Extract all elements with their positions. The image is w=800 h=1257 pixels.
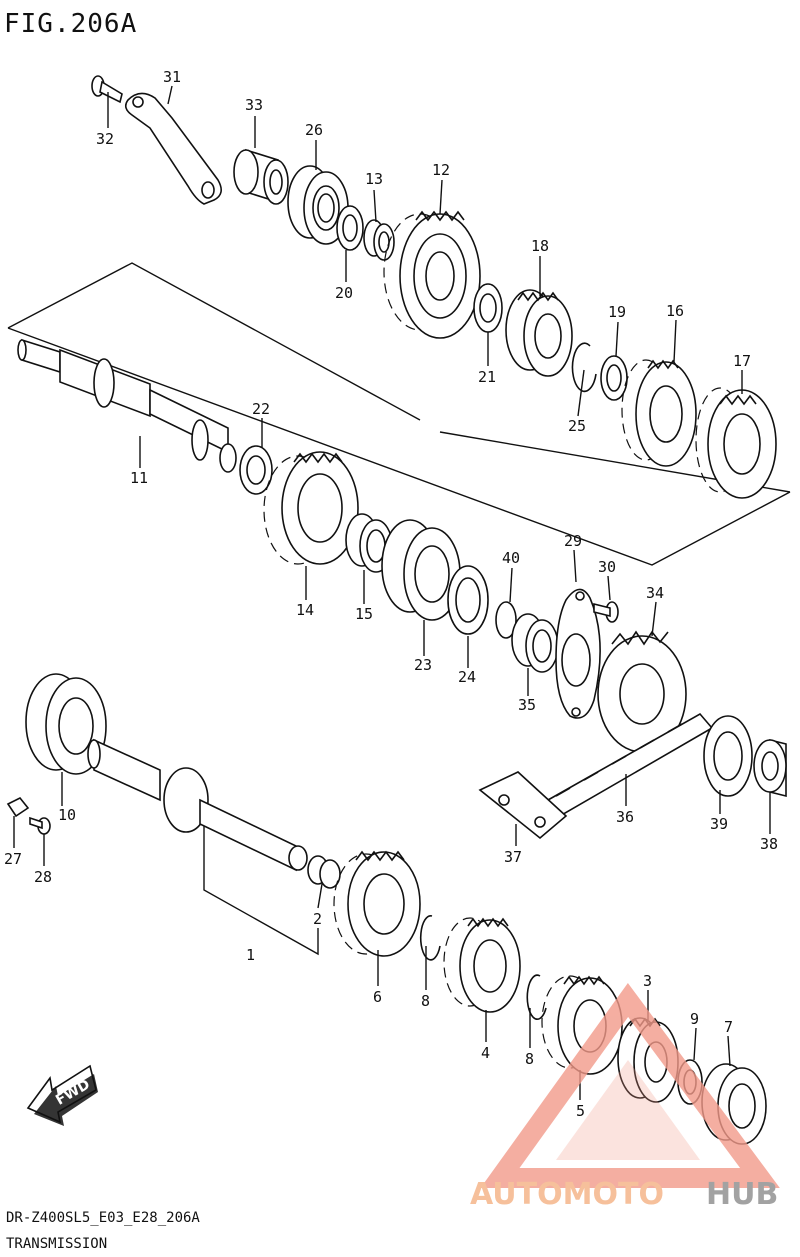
callout-32: 32: [96, 130, 114, 148]
part-8-circlip-a: [419, 915, 441, 961]
part-8-circlip-b: [526, 974, 547, 1020]
callout-25: 25: [568, 417, 586, 435]
callout-31: 31: [163, 68, 181, 86]
callout-11: 11: [130, 469, 148, 487]
callout-6: 6: [373, 988, 382, 1006]
callout-39: 39: [710, 815, 728, 833]
leader-lines: [13, 85, 771, 1100]
part-24-oil-seal: [447, 565, 489, 635]
footer-code: DR-Z400SL5_E03_E28_206A: [6, 1210, 200, 1226]
callout-26: 26: [305, 121, 323, 139]
callout-9: 9: [690, 1010, 699, 1028]
callout-2: 2: [313, 910, 322, 928]
callout-5: 5: [576, 1102, 585, 1120]
part-6-gear: [333, 850, 421, 957]
part-33-collar: [233, 148, 289, 205]
part-27-plate: [6, 796, 30, 818]
part-23-bearing: [381, 519, 461, 621]
callout-19: 19: [608, 303, 626, 321]
part-11-countershaft: [17, 338, 237, 473]
callout-20: 20: [335, 284, 353, 302]
callout-35: 35: [518, 696, 536, 714]
callout-18: 18: [531, 237, 549, 255]
part-29-plate: [555, 588, 601, 719]
callout-7: 7: [724, 1018, 733, 1036]
callout-40: 40: [502, 549, 520, 567]
callout-10: 10: [58, 806, 76, 824]
part-39-lock-washer: [703, 715, 753, 797]
part-35-spacer: [511, 613, 559, 673]
part-20-washer: [336, 205, 364, 251]
watermark-logo: AUTOMOTO HUB: [470, 983, 780, 1212]
callout-16: 16: [666, 302, 684, 320]
part-28-screw: [29, 816, 51, 835]
part-32-screw: [91, 75, 123, 104]
callout-12: 12: [432, 161, 450, 179]
part-38-nut: [753, 738, 787, 798]
part-14-gear: [263, 451, 359, 565]
part-13-bushing: [363, 219, 395, 261]
part-31-bracket: [124, 92, 222, 205]
callout-17: 17: [733, 352, 751, 370]
part-16-gear: [621, 359, 697, 467]
callout-24: 24: [458, 668, 476, 686]
callout-38: 38: [760, 835, 778, 853]
part-34-sprocket: [597, 630, 687, 753]
callout-33: 33: [245, 96, 263, 114]
part-30-bolt: [593, 601, 619, 623]
watermark-text-main: AUTOMOTO: [470, 1177, 664, 1212]
callout-37: 37: [504, 848, 522, 866]
callout-15: 15: [355, 605, 373, 623]
figure-title: FIG.206A: [4, 9, 137, 39]
part-37-master-link: [478, 771, 568, 840]
group-outline-top: [7, 262, 421, 421]
part-4-gear: [443, 917, 521, 1013]
callout-3: 3: [643, 972, 652, 990]
callout-28: 28: [34, 868, 52, 886]
callout-8b: 8: [525, 1050, 534, 1068]
callout-4: 4: [481, 1044, 490, 1062]
part-22-washer: [239, 445, 273, 495]
callout-21: 21: [478, 368, 496, 386]
callout-27: 27: [4, 850, 22, 868]
callout-8a: 8: [421, 992, 430, 1010]
callout-29: 29: [564, 532, 582, 550]
callout-36: 36: [616, 808, 634, 826]
group-outline-bottom: [7, 327, 791, 566]
callout-23: 23: [414, 656, 432, 674]
part-40-o-ring: [495, 601, 517, 639]
part-2-needle-bearing: [307, 855, 341, 889]
watermark-text-hub: HUB: [706, 1177, 778, 1212]
callout-labels: 31 32 33 26 13 20 12 21 18 19 25 16 17 1…: [4, 68, 778, 1120]
part-5-gear: [541, 975, 623, 1075]
part-12-gear: [383, 210, 481, 339]
part-21-washer: [473, 283, 503, 333]
callout-30: 30: [598, 558, 616, 576]
part-1-driveshaft: [87, 738, 308, 872]
callout-22: 22: [252, 400, 270, 418]
part-17-gear: [695, 387, 777, 499]
part-18-gear: [505, 289, 573, 377]
callout-14: 14: [296, 601, 314, 619]
callout-1: 1: [246, 946, 255, 964]
part-25-circlip: [571, 342, 597, 393]
fwd-arrow-icon: FWD: [26, 1064, 98, 1126]
callout-13: 13: [365, 170, 383, 188]
callout-34: 34: [646, 584, 664, 602]
footer-section: TRANSMISSION: [6, 1236, 107, 1252]
